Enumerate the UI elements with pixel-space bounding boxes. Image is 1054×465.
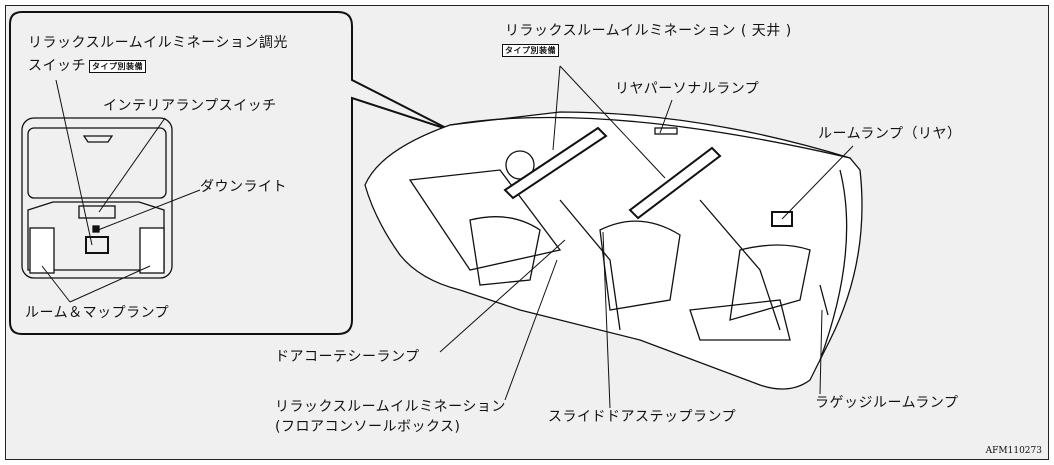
label-floor-illumination-2: (フロアコンソールボックス): [275, 419, 461, 435]
label-luggage-room-lamp: ラゲッジルームランプ: [815, 395, 959, 411]
label-slide-door-step-lamp: スライドドアステップランプ: [548, 409, 737, 425]
label-room-lamp-rear: ルームランプ（リヤ）: [818, 126, 962, 142]
type-option-badge: タイプ別装備: [89, 59, 146, 73]
label-dimmer-switch-text: スイッチ: [28, 58, 86, 74]
overhead-console: [21, 117, 173, 279]
rear-personal-lamp: [654, 127, 678, 135]
label-dimmer-switch: リラックスルームイルミネーション調光: [28, 35, 288, 51]
figure-code: AFM110273: [985, 446, 1042, 456]
label-rear-personal-lamp: リヤパーソナルランプ: [615, 81, 760, 97]
label-dimmer-switch-2: スイッチタイプ別装備: [28, 55, 146, 75]
type-option-badge: タイプ別装備: [502, 43, 559, 57]
ceiling-illumination-bars: [503, 126, 722, 220]
main-leader-lines: [439, 65, 854, 409]
car-body: [364, 111, 863, 390]
label-room-map-lamp: ルーム＆マップランプ: [25, 305, 170, 321]
label-floor-illumination: リラックスルームイルミネーション: [275, 399, 506, 415]
label-interior-lamp-switch: インテリアランプスイッチ: [103, 98, 277, 114]
label-downlight: ダウンライト: [200, 179, 287, 195]
inset-leader-lines: [41, 79, 201, 303]
label-ceiling-illumination: リラックスルームイルミネーション ( 天井 ): [505, 23, 792, 39]
label-door-courtesy-lamp: ドアコーテシーランプ: [275, 349, 420, 365]
inset-callout-box: [9, 11, 451, 335]
ceiling-badge-wrap: タイプ別装備: [502, 42, 559, 58]
